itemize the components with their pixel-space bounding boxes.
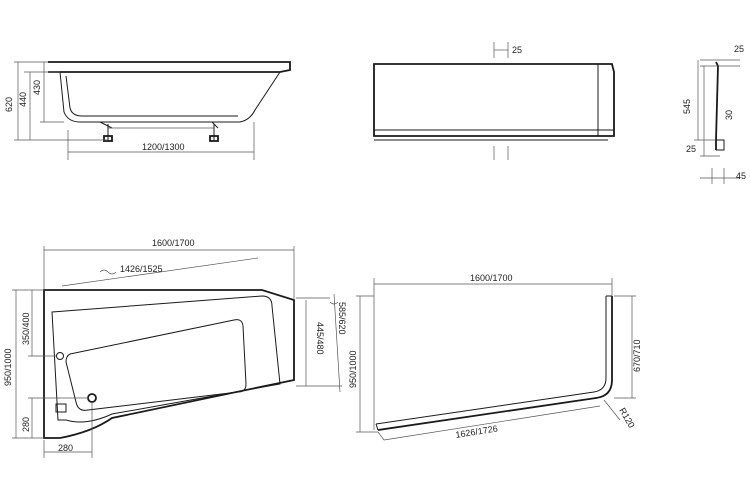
dim-profile-foot: 25 [686,144,696,154]
dim-profile-top: 25 [734,44,744,54]
dim-profile-lip: 30 [724,110,734,120]
waste-fitting-icon [55,403,67,413]
dim-plan-narrow-end: 350/400 [21,312,31,345]
dim-plan-length: 1600/1700 [152,238,195,248]
dim-plan-width: 950/1000 [3,348,13,386]
side-view: 620 440 430 1200/1300 [4,61,291,160]
bath-plan-dimension-lines [12,246,342,458]
panel-plan-view: 1600/1700 950/1000 670/710 1626/1726 R12… [348,273,642,441]
bath-basin-inner [65,319,247,411]
bath-legs [99,121,219,142]
dim-panel-plan-side: 670/710 [632,339,642,372]
drain-icon [87,393,97,403]
bath-rim-inner [51,295,281,423]
overflow-icon [56,352,64,360]
profile-dimension-lines [694,59,740,184]
dim-panel-offset: 25 [512,45,522,55]
dim-panel-plan-length-diag: 1626/1726 [455,423,499,440]
dim-leg-spacing: 1200/1300 [142,142,185,152]
dim-profile-height: 545 [682,99,692,114]
corner-panel-outline [377,296,613,431]
dim-panel-plan-width: 950/1000 [348,350,358,388]
panel-plan-dimension-lines [356,278,636,441]
front-panel-view: 25 [373,42,615,160]
dim-plan-outer-width: 585/620 [337,302,347,335]
dim-plan-drain-offset: 280 [58,443,73,453]
dim-profile-depth: 45 [736,171,746,181]
dim-plan-inner-width: 445/480 [315,322,325,355]
dim-plan-inner-length: 1426/1525 [120,264,163,274]
dim-panel-plan-length: 1600/1700 [470,273,513,283]
bath-rim-outline [48,61,291,73]
dim-plan-drain-height: 280 [21,417,31,432]
bath-plan-view: 1600/1700 1426/1525 950/1000 350/400 280… [3,238,347,458]
dim-height-total: 620 [4,97,14,112]
bath-plan-outline [43,289,295,439]
panel-profile-view: 25 545 30 25 45 [682,44,746,184]
dim-panel-plan-radius: R120 [617,406,636,430]
dim-height-rim: 440 [18,92,28,107]
corner-panel-inner [375,296,607,425]
side-dimension-lines [14,61,255,160]
bath-body-inner [65,75,238,117]
panel-dimension-lines [493,42,509,160]
bath-body-outline [59,71,281,123]
profile-outline [715,61,719,150]
panel-outline [373,63,615,137]
dim-height-body: 430 [32,80,42,95]
